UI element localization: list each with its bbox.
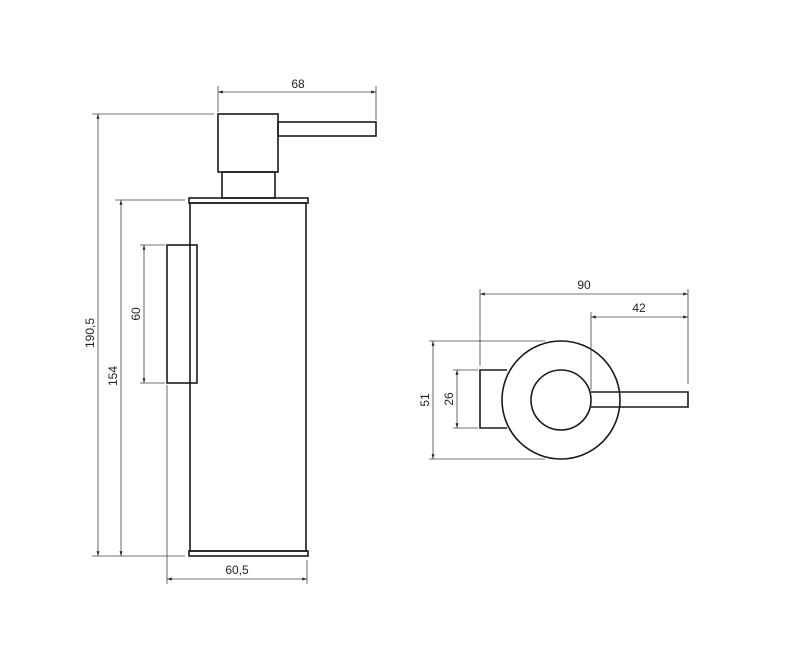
dimension-26: 26 <box>442 369 478 429</box>
dimension-190-5: 190,5 <box>83 113 214 557</box>
dimension-68: 68 <box>217 77 377 120</box>
wall-bracket <box>166 244 198 384</box>
pump-head <box>217 113 279 173</box>
dim-label-60: 60 <box>129 307 143 321</box>
dim-label-51: 51 <box>418 393 432 407</box>
top-view: 90 42 51 26 <box>418 278 689 460</box>
side-view: 68 190,5 154 60 60,5 <box>83 77 377 584</box>
dim-label-26: 26 <box>442 392 456 406</box>
dimension-51: 51 <box>418 340 545 460</box>
dimension-42: 42 <box>590 301 688 390</box>
dim-label-42: 42 <box>632 301 646 315</box>
dim-label-90: 90 <box>577 278 591 292</box>
pump-neck <box>221 171 276 199</box>
dim-label-154: 154 <box>106 366 120 386</box>
dimension-154: 154 <box>106 199 185 556</box>
dim-label-190-5: 190,5 <box>83 318 97 348</box>
dimension-60-5: 60,5 <box>166 385 308 584</box>
bottom-band <box>188 550 309 557</box>
outer-circle <box>501 340 621 460</box>
bottle-body <box>189 202 307 552</box>
lever <box>591 391 689 408</box>
dim-label-60-5: 60,5 <box>225 563 249 577</box>
dim-label-68: 68 <box>291 77 305 91</box>
dimension-60: 60 <box>129 244 165 384</box>
inner-circle <box>530 369 592 431</box>
wall-bracket-top <box>479 369 507 429</box>
dimension-90: 90 <box>479 278 689 384</box>
spout <box>277 121 377 137</box>
